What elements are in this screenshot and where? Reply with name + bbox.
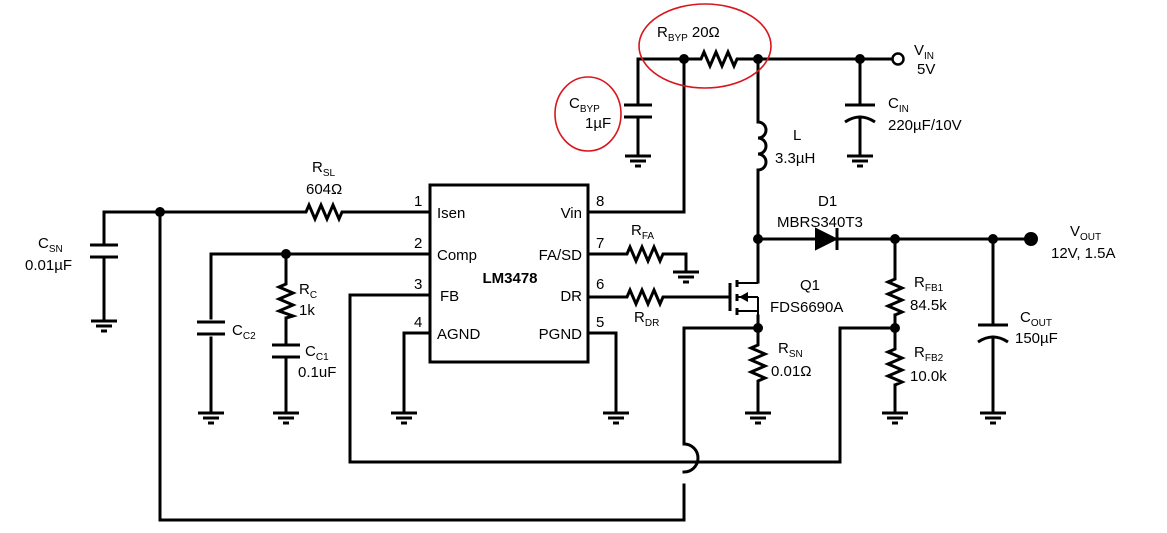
pin8-name: Vin	[561, 205, 582, 222]
junction-dots	[155, 54, 998, 333]
ground-icon	[745, 405, 771, 425]
ground-icon	[882, 405, 908, 425]
junction-dot	[155, 207, 165, 217]
rfb2-resistor	[884, 345, 906, 387]
cc1-capacitor	[272, 343, 300, 359]
l-value: 3.3µH	[775, 150, 815, 167]
junction-dot	[753, 234, 763, 244]
vin-value: 5V	[917, 61, 935, 78]
ground-icon	[673, 266, 699, 284]
vin-terminal	[891, 52, 905, 66]
rsn-value: 0.01Ω	[771, 363, 811, 380]
diode-d1	[815, 227, 839, 251]
rc-resistor	[274, 280, 298, 320]
cc2-label: CC2	[232, 322, 256, 342]
cin-value: 220µF/10V	[888, 117, 962, 134]
inductor-l	[757, 120, 768, 172]
ic-part-name: LM3478	[482, 270, 537, 287]
ground-icon	[391, 405, 417, 425]
pin1-number: 1	[414, 193, 422, 210]
pin5-number: 5	[596, 314, 604, 331]
rbyp-resistor	[684, 48, 758, 70]
pin2-number: 2	[414, 235, 422, 252]
pin7-name: FA/SD	[539, 247, 583, 264]
rsl-label: RSL	[312, 159, 336, 179]
ground-symbols	[91, 148, 1006, 425]
rfb1-value: 84.5k	[910, 297, 947, 314]
rfa-resistor	[622, 243, 665, 265]
rsl-value: 604Ω	[306, 181, 342, 198]
q1-value: FDS6690A	[770, 299, 843, 316]
vout-value: 12V, 1.5A	[1051, 245, 1116, 262]
junction-dot	[753, 323, 763, 333]
ground-icon	[273, 405, 299, 425]
pin7-number: 7	[596, 235, 604, 252]
d1-value: MBRS340T3	[777, 214, 863, 231]
vout-terminal	[1024, 232, 1038, 246]
rfb2-label: RFB2	[914, 344, 944, 364]
q1-ref: Q1	[800, 277, 820, 294]
junction-dot	[988, 234, 998, 244]
highlight-cbyp	[554, 76, 622, 152]
cc1-value: 0.1uF	[298, 364, 336, 381]
pin1-name: Isen	[437, 205, 465, 222]
rc-label: RC	[299, 281, 317, 301]
pin5-name: PGND	[539, 326, 583, 343]
rsl-resistor	[300, 201, 352, 223]
cout-label: COUT	[1020, 309, 1052, 329]
rsn-resistor	[747, 340, 769, 385]
ground-icon	[603, 405, 629, 425]
junction-dot	[890, 323, 900, 333]
csn-value: 0.01µF	[25, 257, 72, 274]
pin6-number: 6	[596, 276, 604, 293]
rdr-label: RDR	[634, 309, 659, 329]
pin4-name: AGND	[437, 326, 481, 343]
pin2-name: Comp	[437, 247, 477, 264]
rsn-label: RSN	[778, 340, 803, 360]
junction-dot	[281, 249, 291, 259]
ground-icon	[91, 313, 117, 333]
pin8-number: 8	[596, 193, 604, 210]
rdr-resistor	[622, 286, 665, 308]
pin6-name: DR	[560, 288, 582, 305]
cbyp-value: 1µF	[585, 115, 611, 132]
ground-icon	[847, 148, 873, 168]
pin3-number: 3	[414, 276, 422, 293]
ground-icon	[980, 405, 1006, 425]
csn-label: CSN	[38, 235, 63, 255]
ic-pin-labels: 1 2 3 4 8 7 6 5 Isen Comp FB AGND Vin FA…	[414, 193, 604, 343]
vout-label: VOUT	[1070, 223, 1101, 243]
l-label: L	[793, 127, 801, 144]
cin-capacitor	[844, 90, 876, 132]
vin-label: VIN	[914, 42, 934, 62]
rfa-label: RFA	[631, 222, 654, 242]
mosfet-q1	[728, 280, 759, 316]
rc-value: 1k	[299, 302, 315, 319]
csn-capacitor	[90, 236, 118, 267]
rfb2-value: 10.0k	[910, 368, 947, 385]
ic-body	[428, 183, 590, 364]
cout-value: 150µF	[1015, 330, 1058, 347]
cout-capacitor	[977, 318, 1009, 352]
junction-dot	[855, 54, 865, 64]
pin4-number: 4	[414, 314, 422, 331]
cbyp-capacitor	[624, 93, 652, 129]
rfb1-resistor	[884, 275, 906, 317]
cc1-label: CC1	[305, 343, 329, 363]
ground-icon	[625, 148, 651, 168]
ground-icon	[198, 405, 224, 425]
rfb1-label: RFB1	[914, 274, 944, 294]
junction-dot	[890, 234, 900, 244]
highlight-rbyp	[638, 3, 772, 89]
cc2-capacitor	[197, 320, 225, 336]
pin3-name: FB	[440, 288, 459, 305]
cin-label: CIN	[888, 95, 909, 115]
d1-ref: D1	[818, 193, 837, 210]
cbyp-label: CBYP	[569, 95, 600, 115]
